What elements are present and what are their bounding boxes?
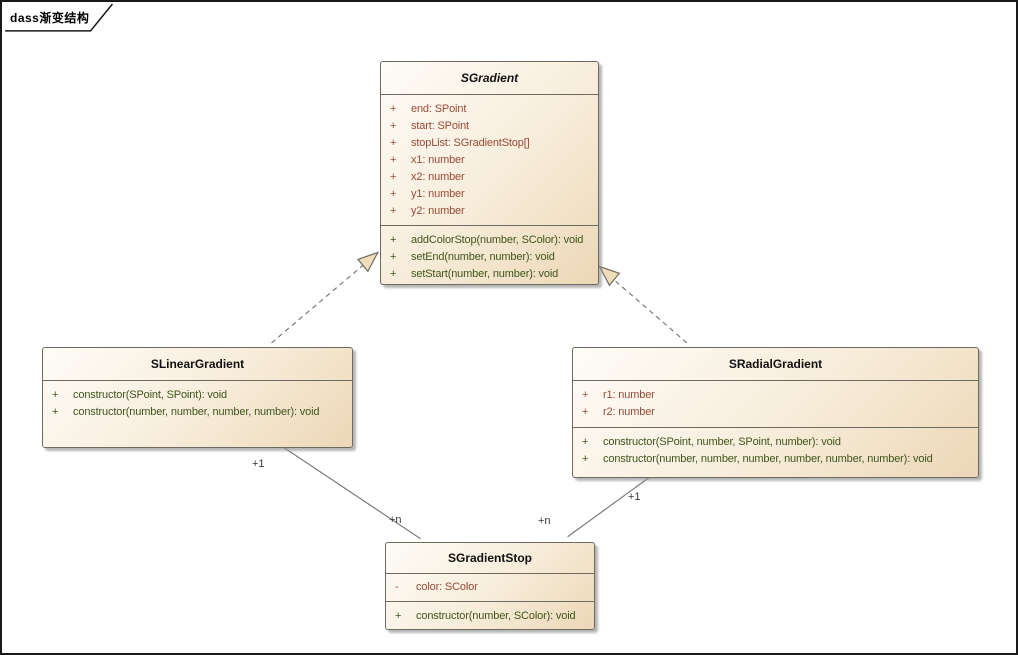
class-box-slineargradient[interactable]: SLinearGradient + constructor(SPoint, SP… bbox=[42, 347, 353, 448]
class-box-sgradientstop[interactable]: SGradientStop - color: SColor + construc… bbox=[385, 542, 595, 630]
methods-compartment: + constructor(SPoint, number, SPoint, nu… bbox=[573, 427, 978, 468]
methods-compartment: + addColorStop(number, SColor): void + s… bbox=[381, 225, 598, 283]
method-signature: constructor(SPoint, number, SPoint, numb… bbox=[603, 436, 841, 448]
visibility-marker: + bbox=[582, 453, 589, 465]
class-box-sgradient[interactable]: SGradient + end: SPoint + start: SPoint … bbox=[380, 61, 599, 285]
class-name-sradialgradient: SRadialGradient bbox=[728, 357, 823, 371]
generalization-arrowhead-right bbox=[598, 265, 621, 287]
diagram-tab-title: dass渐变结构 bbox=[10, 11, 90, 25]
attribute-row[interactable]: + stopList: SGradientStop[] bbox=[381, 135, 598, 152]
multiplicity-label-radial-source: +1 bbox=[628, 491, 641, 503]
realization-radial-to-gradient[interactable] bbox=[612, 278, 688, 344]
visibility-marker: + bbox=[390, 120, 397, 132]
multiplicity-label-linear-target: +n bbox=[389, 514, 402, 526]
method-signature: addColorStop(number, SColor): void bbox=[411, 234, 584, 246]
method-signature: setStart(number, number): void bbox=[411, 268, 559, 280]
attribute-signature: end: SPoint bbox=[411, 103, 467, 115]
attribute-signature: r1: number bbox=[603, 389, 655, 401]
generalization-arrowhead-left bbox=[356, 251, 380, 273]
visibility-marker: + bbox=[52, 406, 59, 418]
attribute-row[interactable]: + end: SPoint bbox=[381, 101, 598, 118]
visibility-marker: + bbox=[390, 268, 397, 280]
methods-compartment: + constructor(number, SColor): void bbox=[386, 601, 594, 625]
attribute-row[interactable]: - color: SColor bbox=[386, 579, 594, 596]
attribute-row[interactable]: + start: SPoint bbox=[381, 118, 598, 135]
class-name-sgradient: SGradient bbox=[460, 71, 519, 85]
visibility-marker: + bbox=[390, 188, 397, 200]
visibility-marker: - bbox=[395, 581, 399, 593]
multiplicity-label-linear-source: +1 bbox=[252, 458, 265, 470]
visibility-marker: + bbox=[390, 234, 397, 246]
methods-compartment: + constructor(SPoint, SPoint): void + co… bbox=[43, 380, 352, 447]
attribute-signature: r2: number bbox=[603, 406, 655, 418]
attribute-signature: stopList: SGradientStop[] bbox=[411, 137, 530, 149]
attribute-row[interactable]: + x1: number bbox=[381, 152, 598, 169]
visibility-marker: + bbox=[390, 251, 397, 263]
method-signature: constructor(SPoint, SPoint): void bbox=[73, 389, 228, 401]
attribute-signature: y2: number bbox=[411, 205, 465, 217]
attribute-signature: x1: number bbox=[411, 154, 465, 166]
visibility-marker: + bbox=[390, 137, 397, 149]
class-name-slineargradient: SLinearGradient bbox=[150, 357, 245, 371]
attribute-signature: y1: number bbox=[411, 188, 465, 200]
visibility-marker: + bbox=[395, 610, 402, 622]
visibility-marker: + bbox=[390, 154, 397, 166]
method-row[interactable]: + constructor(SPoint, number, SPoint, nu… bbox=[573, 434, 978, 451]
method-row[interactable]: + setEnd(number, number): void bbox=[381, 249, 598, 266]
attribute-signature: x2: number bbox=[411, 171, 465, 183]
method-signature: constructor(number, SColor): void bbox=[416, 610, 576, 622]
method-signature: setEnd(number, number): void bbox=[411, 251, 555, 263]
attributes-compartment: + end: SPoint + start: SPoint + stopList… bbox=[381, 94, 598, 225]
attribute-row[interactable]: + y2: number bbox=[381, 203, 598, 220]
method-row[interactable]: + constructor(number, number, number, nu… bbox=[573, 451, 978, 468]
method-row[interactable]: + setStart(number, number): void bbox=[381, 266, 598, 283]
multiplicity-label-radial-target: +n bbox=[538, 515, 551, 527]
realization-linear-to-gradient[interactable] bbox=[271, 264, 364, 344]
method-row[interactable]: + constructor(number, SColor): void bbox=[386, 608, 594, 625]
attribute-row[interactable]: + r1: number bbox=[573, 387, 978, 404]
class-name-sgradientstop: SGradientStop bbox=[447, 551, 532, 565]
method-row[interactable]: + addColorStop(number, SColor): void bbox=[381, 232, 598, 249]
visibility-marker: + bbox=[582, 406, 589, 418]
method-signature: constructor(number, number, number, numb… bbox=[73, 406, 320, 418]
association-radial-to-stop[interactable] bbox=[567, 475, 652, 538]
attributes-compartment: - color: SColor bbox=[386, 573, 594, 601]
visibility-marker: + bbox=[390, 171, 397, 183]
frame-tab-shape bbox=[5, 3, 114, 32]
attribute-signature: color: SColor bbox=[416, 581, 478, 593]
attribute-row[interactable]: + y1: number bbox=[381, 186, 598, 203]
visibility-marker: + bbox=[390, 103, 397, 115]
method-row[interactable]: + constructor(SPoint, SPoint): void bbox=[43, 387, 352, 404]
attribute-row[interactable]: + r2: number bbox=[573, 404, 978, 421]
association-linear-to-stop[interactable] bbox=[280, 444, 421, 540]
attributes-compartment: + r1: number + r2: number bbox=[573, 380, 978, 427]
visibility-marker: + bbox=[390, 205, 397, 217]
method-row[interactable]: + constructor(number, number, number, nu… bbox=[43, 404, 352, 421]
visibility-marker: + bbox=[582, 436, 589, 448]
attribute-row[interactable]: + x2: number bbox=[381, 169, 598, 186]
attribute-signature: start: SPoint bbox=[411, 120, 469, 132]
class-box-sradialgradient[interactable]: SRadialGradient + r1: number + r2: numbe… bbox=[572, 347, 979, 478]
visibility-marker: + bbox=[52, 389, 59, 401]
method-signature: constructor(number, number, number, numb… bbox=[603, 453, 933, 465]
visibility-marker: + bbox=[582, 389, 589, 401]
